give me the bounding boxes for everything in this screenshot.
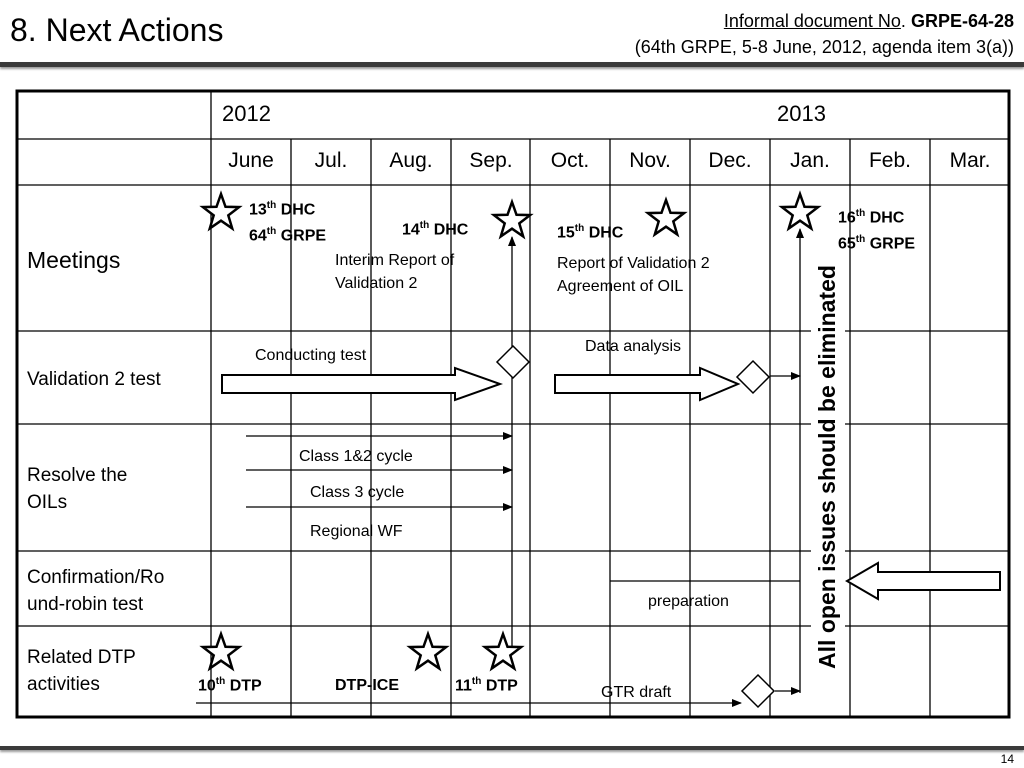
star-icon — [646, 198, 686, 236]
class3-cycle-label: Class 3 cycle — [310, 484, 405, 501]
year-2012: 2012 — [222, 101, 271, 126]
month-dec: Dec. — [708, 149, 752, 172]
row-label-resolve-line1: Resolve the — [27, 465, 128, 486]
preparation-label: preparation — [648, 593, 729, 610]
diamond-milestone — [740, 673, 776, 709]
block-arrow — [221, 366, 503, 402]
interim-report-note: Interim Report of Validation 2 — [335, 252, 455, 292]
month-sep: Sep. — [469, 149, 513, 172]
dtp-10th: 10th DTP — [198, 676, 262, 695]
month-mar: Mar. — [949, 149, 991, 172]
vertical-note-panel — [811, 235, 845, 703]
meeting-16th-dhc: 16th DHC 65th GRPE — [838, 208, 916, 253]
star-icon — [492, 200, 532, 238]
meeting-15th-dhc: 15th DHC — [557, 223, 624, 242]
dtp-ice: DTP-ICE — [335, 677, 399, 694]
gtr-draft-label: GTR draft — [601, 684, 672, 701]
meeting-13th-dhc: 13th DHC 64th GRPE — [249, 200, 327, 245]
row-label-dtp-line2: activities — [27, 674, 100, 695]
slide-title: 8. Next Actions — [10, 12, 224, 48]
row-label-confirmation-line1: Confirmation/Ro — [27, 567, 165, 588]
month-lines — [290, 139, 931, 717]
year-2013: 2013 — [777, 101, 826, 126]
diamond-milestone — [735, 359, 771, 395]
doc-ref-prefix: Informal document No — [723, 11, 901, 31]
conducting-test-label: Conducting test — [255, 347, 367, 364]
month-june: June — [228, 149, 274, 172]
footer-rule — [0, 746, 1024, 750]
class12-cycle-label: Class 1&2 cycle — [299, 448, 413, 465]
meeting-14th-dhc: 14th DHC — [402, 220, 469, 239]
document-reference: Informal document No. GRPE-64-28 (64th G… — [635, 8, 1014, 60]
month-feb: Feb. — [868, 149, 912, 172]
row-label-confirmation: Confirmation/Ro und-robin test — [27, 564, 164, 618]
doc-ref-dot: . — [900, 11, 906, 31]
month-oct: Oct. — [550, 149, 590, 172]
star-icon — [201, 192, 241, 230]
table-frame — [15, 89, 1011, 719]
data-analysis-label: Data analysis — [585, 338, 682, 355]
all-open-issues-note: All open issues should be eliminated — [814, 265, 840, 669]
star-icon — [483, 632, 523, 670]
month-nov: Nov. — [629, 149, 671, 172]
row-label-resolve-line2: OILs — [27, 492, 68, 513]
report-validation-note: Report of Validation 2 Agreement of OIL — [557, 255, 710, 295]
month-jan: Jan. — [790, 149, 830, 172]
header-rule — [0, 62, 1024, 67]
page-number: 14 — [1000, 752, 1014, 766]
month-jul: Jul. — [314, 149, 348, 172]
block-arrow-left — [845, 561, 1001, 601]
star-icon — [201, 632, 241, 670]
row-label-dtp: Related DTP activities — [27, 644, 136, 698]
block-arrow — [554, 366, 741, 402]
row-label-dtp-line1: Related DTP — [27, 647, 136, 668]
star-icon — [780, 192, 820, 230]
row-label-resolve: Resolve the OILs — [27, 462, 127, 516]
regional-wf-label: Regional WF — [310, 523, 403, 540]
doc-ref-code: GRPE-64-28 — [910, 11, 1014, 31]
row-label-meetings: Meetings — [27, 247, 121, 273]
row-label-confirmation-line2: und-robin test — [27, 594, 144, 615]
row-label-validation: Validation 2 test — [27, 369, 161, 390]
dtp-11th: 11th DTP — [455, 676, 518, 695]
star-icon — [408, 632, 448, 670]
diamond-milestone — [495, 344, 531, 380]
doc-ref-meeting: (64th GRPE, 5-8 June, 2012, agenda item … — [634, 37, 1014, 57]
month-aug: Aug. — [389, 149, 433, 172]
